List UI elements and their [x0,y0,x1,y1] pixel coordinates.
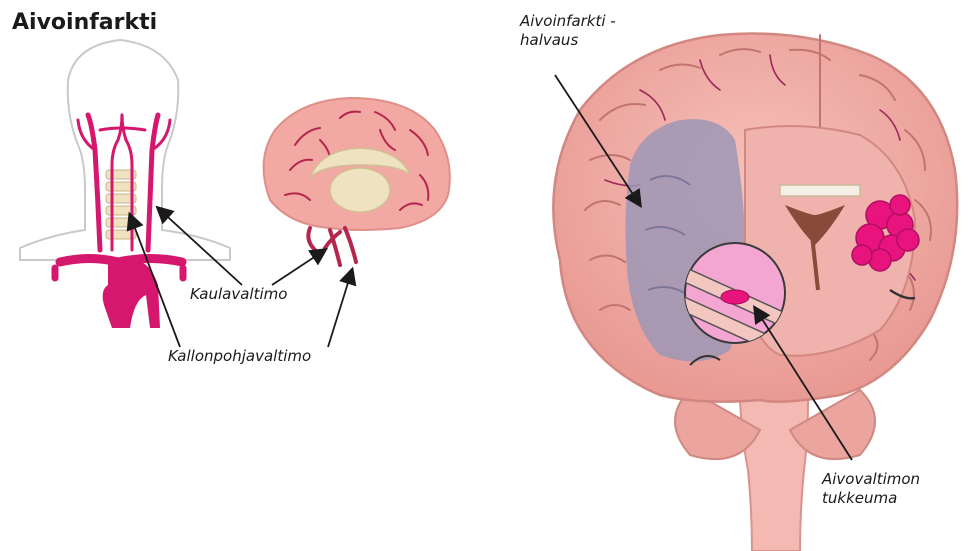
label-tukkeuma-line2: tukkeuma [822,489,920,508]
label-aivoinfarkti-line1: Aivoinfarkti - [520,12,616,31]
label-aivoinfarkti-line2: halvaus [520,31,616,50]
label-kaulavaltimo: Kaulavaltimo [190,285,287,304]
label-tukkeuma-line1: Aivovaltimon [822,470,920,489]
small-brain [264,98,450,265]
diagram-title: Aivoinfarkti [12,10,157,35]
label-kallonpohjavaltimo: Kallonpohjavaltimo [168,347,311,366]
label-tukkeuma: Aivovaltimon tukkeuma [822,470,920,508]
clot [721,290,749,304]
brain-stem [740,400,808,551]
label-aivoinfarkti: Aivoinfarkti - halvaus [520,12,616,50]
